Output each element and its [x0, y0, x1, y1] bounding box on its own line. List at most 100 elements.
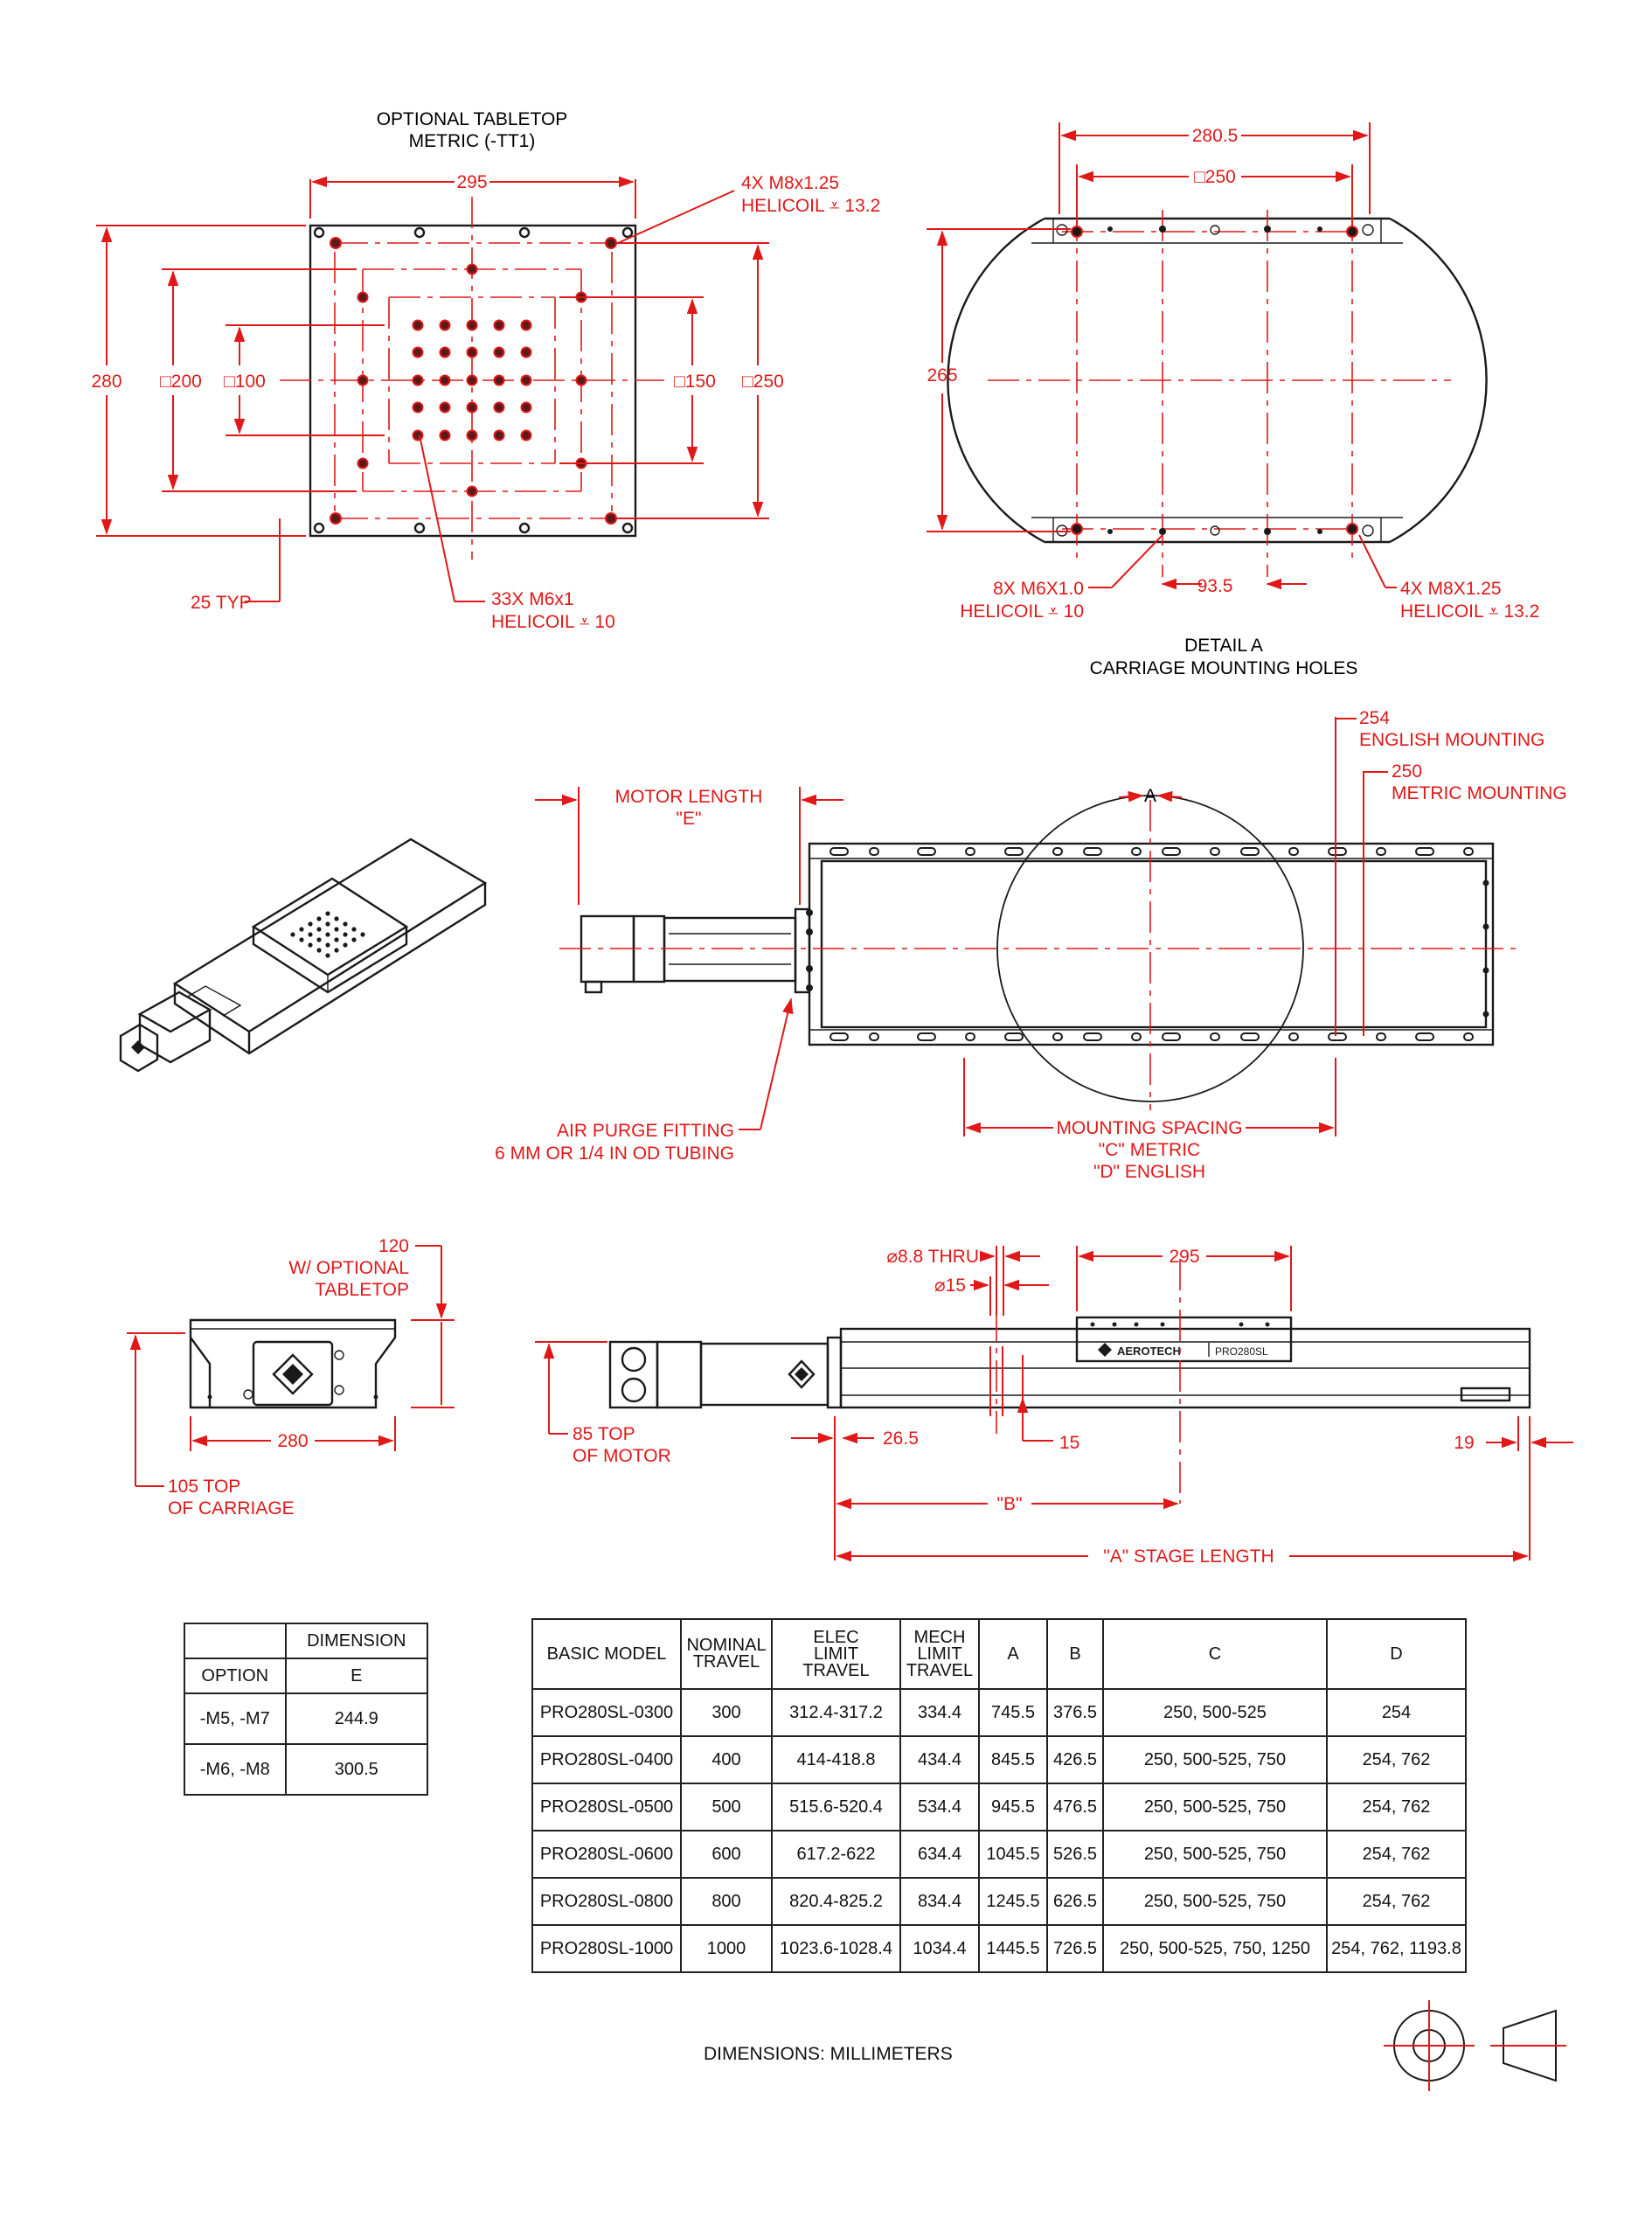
detail-a-circle: [996, 795, 1304, 1102]
carriage-hole: [1112, 1322, 1117, 1327]
cell-a: 845.5: [978, 1735, 1048, 1784]
option-table-header-option: OPTION: [184, 1658, 287, 1694]
mounting-slot: [1162, 847, 1181, 856]
cell-c: 250, 500-525, 750: [1102, 1783, 1328, 1831]
aerotech-logo-icon: [1098, 1343, 1112, 1357]
tabletop-view: OPTIONAL TABLETOP METRIC (-TT1): [91, 109, 880, 632]
iso-motor-cap: [119, 1023, 159, 1073]
side-view-carriage-holes: [1090, 1322, 1270, 1327]
motor-length-label-1: MOTOR LENGTH: [615, 787, 763, 807]
units-note: DIMENSIONS: MILLIMETERS: [704, 2044, 953, 2064]
iso-hole: [351, 937, 357, 942]
tabletop-dim-280: 280: [91, 372, 121, 392]
tabletop-m6-callout-2: HELICOIL ⩡ 10: [491, 612, 615, 632]
mounting-slot: [1052, 847, 1063, 856]
cell-model: PRO280SL-1000: [531, 1924, 682, 1973]
detail-a-title-1: DETAIL A: [1184, 636, 1263, 656]
cell-elec: 414-418.8: [771, 1735, 901, 1784]
english-mount-label: ENGLISH MOUNTING: [1359, 730, 1544, 750]
e-cell: 300.5: [284, 1743, 428, 1796]
iso-carriage-top: [251, 877, 409, 977]
m6-hole: [412, 429, 424, 441]
end-view-motor-face: [252, 1340, 334, 1407]
carriage-hole: [1239, 1322, 1244, 1327]
mounting-slot: [869, 1032, 879, 1041]
tabletop-m8-callout-1: 4X M8x1.25: [741, 173, 839, 193]
cell-d: 254, 762: [1326, 1735, 1467, 1784]
carriage-hole: [1160, 1322, 1165, 1327]
side-view-dim-85-2: OF MOTOR: [573, 1446, 671, 1466]
iso-hole: [343, 932, 348, 937]
cell-b: 376.5: [1046, 1688, 1104, 1737]
side-view-motor-housing: [699, 1342, 829, 1407]
mounting-slot: [1131, 847, 1142, 856]
cell-model: PRO280SL-0300: [531, 1688, 682, 1737]
iso-hole: [308, 921, 313, 927]
tabletop-m8-holes: [330, 237, 617, 525]
side-view-dim-a: "A" STAGE LENGTH: [1103, 1546, 1274, 1567]
iso-hole: [299, 937, 304, 942]
air-purge-label-1: AIR PURGE FITTING: [557, 1121, 734, 1141]
end-view-outline: [189, 1318, 397, 1409]
iso-hole: [325, 911, 330, 916]
side-view-carriage: [1075, 1316, 1293, 1363]
iso-hole: [316, 927, 322, 932]
side-view-dim-26-5: 26.5: [883, 1428, 919, 1449]
end-view-dim-120: 120: [378, 1236, 409, 1256]
cell-b: 426.5: [1046, 1735, 1104, 1784]
iso-hole: [325, 953, 330, 958]
table-row: -M5, -M7 244.9: [184, 1692, 428, 1745]
mounting-slot: [1162, 1032, 1181, 1041]
iso-hole: [316, 916, 322, 921]
m6-hole: [439, 429, 451, 441]
mounting-slot: [1376, 847, 1386, 856]
iso-hole: [325, 921, 330, 927]
carriage-hole: [1134, 1322, 1139, 1327]
isometric-stage-view: [119, 838, 488, 1073]
m6-hole: [357, 457, 369, 469]
model-badge: PRO280SL: [1215, 1345, 1268, 1358]
cell-model: PRO280SL-0400: [531, 1735, 682, 1784]
cell-elec: 312.4-317.2: [771, 1688, 901, 1737]
brand-name: AEROTECH: [1117, 1345, 1181, 1358]
option-dimension-table: DIMENSION OPTION E -M5, -M7 244.9 -M6, -…: [184, 1623, 428, 1796]
cell-nominal: 500: [680, 1783, 773, 1831]
thru-hole-label: ⌀8.8 THRU: [886, 1247, 979, 1267]
iso-tabletop-holes: [290, 911, 365, 958]
detail-a-m8-callout-1: 4X M8X1.25: [1400, 579, 1502, 599]
tabletop-dim-sq100: □100: [224, 372, 266, 392]
m6-hole: [412, 346, 424, 358]
motor-length-label-2: "E": [677, 809, 702, 829]
end-view-tabletop-2: TABLETOP: [315, 1280, 409, 1300]
detail-a-m6-callout-1: 8X M6X1.0: [993, 579, 1084, 599]
end-view-dim-105-2: OF CARRIAGE: [168, 1498, 295, 1519]
iso-hole: [343, 942, 348, 948]
m6-hole: [520, 374, 532, 386]
m6-hole: [520, 346, 532, 358]
cell-a: 1245.5: [978, 1877, 1048, 1926]
m6-hole: [466, 485, 478, 497]
iso-hole: [343, 921, 348, 927]
mounting-slot: [1210, 1032, 1220, 1041]
mounting-slot: [1328, 1032, 1347, 1041]
mounting-slot: [1052, 1032, 1063, 1041]
m6-hole: [493, 346, 505, 358]
top-view-carriage-rail: [820, 859, 1488, 1029]
mounting-slot: [829, 1032, 849, 1041]
top-view-mounting-slots: [829, 847, 1489, 1041]
cell-nominal: 400: [680, 1735, 773, 1784]
end-view: 280 120 W/ OPTIONAL TABLETOP 105 TOP OF …: [127, 1236, 455, 1519]
option-table-header-dimension: DIMENSION: [284, 1623, 428, 1659]
iso-hole: [316, 937, 322, 942]
mounting-slot: [1415, 847, 1434, 856]
detail-a-arc-left: [947, 217, 1045, 544]
m6-hole: [412, 374, 424, 386]
tabletop-dim-25typ: 25 TYP: [191, 593, 252, 613]
cell-elec: 515.6-520.4: [771, 1783, 901, 1831]
cell-model: PRO280SL-0500: [531, 1783, 682, 1831]
